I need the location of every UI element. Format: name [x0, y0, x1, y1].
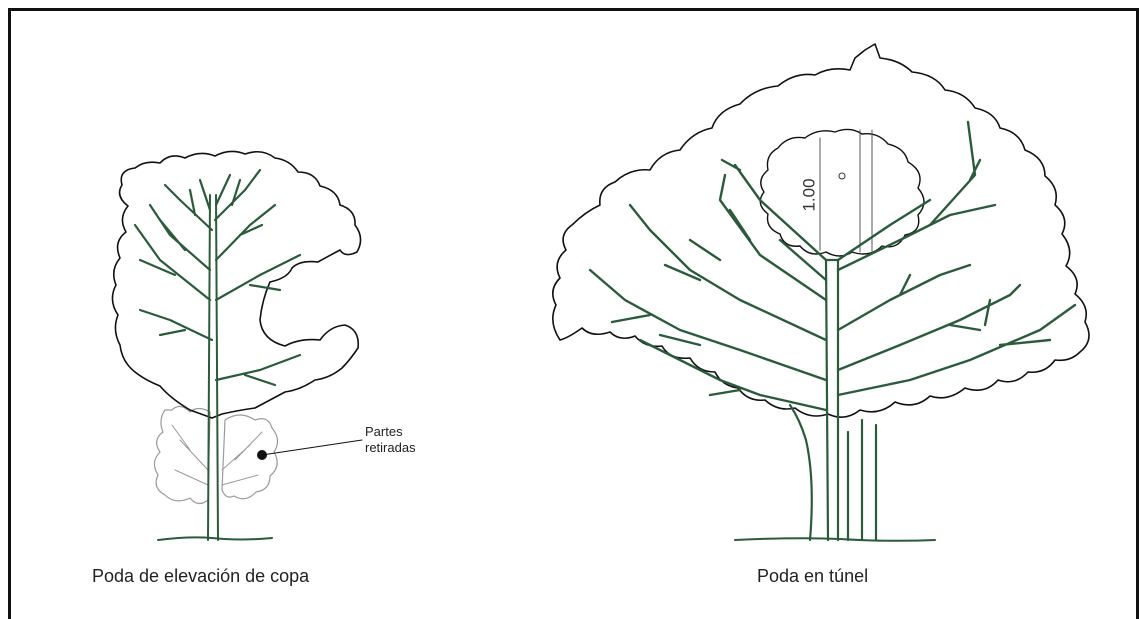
diagram-frame	[8, 8, 1139, 619]
left-trunk	[207, 194, 219, 541]
left-branches	[133, 168, 302, 387]
dimension-line	[819, 129, 873, 253]
removed-parts-outline	[153, 405, 279, 505]
center-mark	[838, 172, 846, 180]
removed-parts-annotation: Partes retiradas	[365, 424, 416, 456]
annotation-line-1: Partes	[365, 424, 403, 439]
annotation-leader-line	[261, 439, 363, 456]
caption-tunnel-pruning: Poda en túnel	[757, 566, 869, 586]
removed-branches	[171, 424, 263, 486]
left-crown-outline	[111, 150, 362, 419]
caption-crown-raising: Poda de elevación de copa	[92, 566, 310, 586]
right-tree	[552, 43, 1090, 542]
tunnel-opening	[759, 128, 925, 257]
dimension-label: 1.00	[799, 178, 819, 212]
left-tree	[111, 150, 363, 541]
left-ground	[157, 536, 273, 541]
annotation-line-2: retiradas	[365, 440, 416, 455]
right-ground	[734, 537, 936, 542]
right-trunk	[788, 258, 878, 542]
right-branches	[588, 120, 1077, 412]
right-crown-outline	[552, 43, 1090, 418]
